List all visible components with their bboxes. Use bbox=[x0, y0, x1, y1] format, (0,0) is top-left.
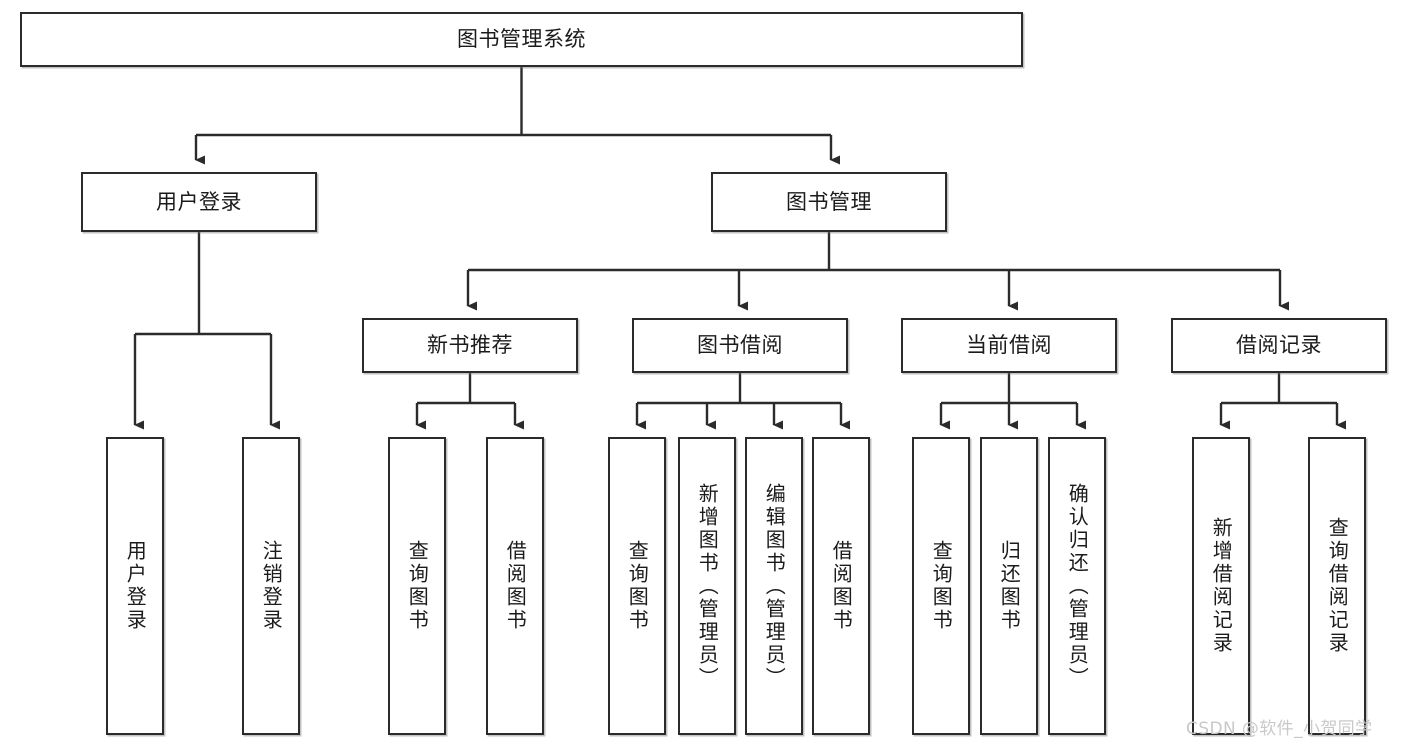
leaf-user-login-login[interactable]: 用户登录 bbox=[106, 437, 164, 735]
node-root-system[interactable]: 图书管理系统 bbox=[20, 12, 1023, 67]
leaf-user-login-logout[interactable]: 注销登录 bbox=[242, 437, 300, 735]
csdn-watermark: CSDN @软件_小贺同学 bbox=[1186, 719, 1373, 739]
leaf-current-query[interactable]: 查询图书 bbox=[912, 437, 970, 735]
leaf-new-book-query-label: 查询图书 bbox=[405, 540, 430, 632]
node-book-management-label: 图书管理 bbox=[786, 189, 872, 214]
leaf-borrow-query[interactable]: 查询图书 bbox=[608, 437, 666, 735]
node-book-borrow[interactable]: 图书借阅 bbox=[632, 318, 848, 373]
node-book-management[interactable]: 图书管理 bbox=[711, 172, 947, 232]
node-user-login-label: 用户登录 bbox=[156, 189, 242, 214]
leaf-current-return-label: 归还图书 bbox=[997, 540, 1022, 632]
node-new-book-recommend-label: 新书推荐 bbox=[427, 333, 513, 358]
node-book-borrow-label: 图书借阅 bbox=[697, 333, 783, 358]
leaf-borrow-edit-book-label: 编辑图书（管理员） bbox=[762, 482, 787, 690]
leaf-user-login-logout-label: 注销登录 bbox=[259, 540, 284, 632]
leaf-new-book-query[interactable]: 查询图书 bbox=[388, 437, 446, 735]
leaf-borrow-borrow-book[interactable]: 借阅图书 bbox=[812, 437, 870, 735]
leaf-borrow-add-book-label: 新增图书（管理员） bbox=[695, 482, 720, 690]
leaf-borrow-query-label: 查询图书 bbox=[625, 540, 650, 632]
leaf-records-add[interactable]: 新增借阅记录 bbox=[1192, 437, 1250, 735]
leaf-current-confirm-return[interactable]: 确认归还（管理员） bbox=[1048, 437, 1106, 735]
leaf-user-login-login-label: 用户登录 bbox=[123, 540, 148, 632]
leaf-records-query[interactable]: 查询借阅记录 bbox=[1308, 437, 1366, 735]
node-root-system-label: 图书管理系统 bbox=[457, 27, 586, 52]
leaf-new-book-borrow[interactable]: 借阅图书 bbox=[486, 437, 544, 735]
node-current-borrow[interactable]: 当前借阅 bbox=[901, 318, 1117, 373]
leaf-borrow-edit-book[interactable]: 编辑图书（管理员） bbox=[745, 437, 803, 735]
leaf-records-query-label: 查询借阅记录 bbox=[1325, 517, 1350, 655]
leaf-borrow-add-book[interactable]: 新增图书（管理员） bbox=[678, 437, 736, 735]
leaf-current-query-label: 查询图书 bbox=[929, 540, 954, 632]
node-borrow-records[interactable]: 借阅记录 bbox=[1171, 318, 1387, 373]
leaf-current-return[interactable]: 归还图书 bbox=[980, 437, 1038, 735]
leaf-records-add-label: 新增借阅记录 bbox=[1209, 517, 1234, 655]
node-borrow-records-label: 借阅记录 bbox=[1236, 333, 1322, 358]
node-new-book-recommend[interactable]: 新书推荐 bbox=[362, 318, 578, 373]
node-user-login[interactable]: 用户登录 bbox=[81, 172, 317, 232]
leaf-borrow-borrow-book-label: 借阅图书 bbox=[829, 540, 854, 632]
node-current-borrow-label: 当前借阅 bbox=[966, 333, 1052, 358]
leaf-current-confirm-return-label: 确认归还（管理员） bbox=[1065, 482, 1090, 690]
leaf-new-book-borrow-label: 借阅图书 bbox=[503, 540, 528, 632]
